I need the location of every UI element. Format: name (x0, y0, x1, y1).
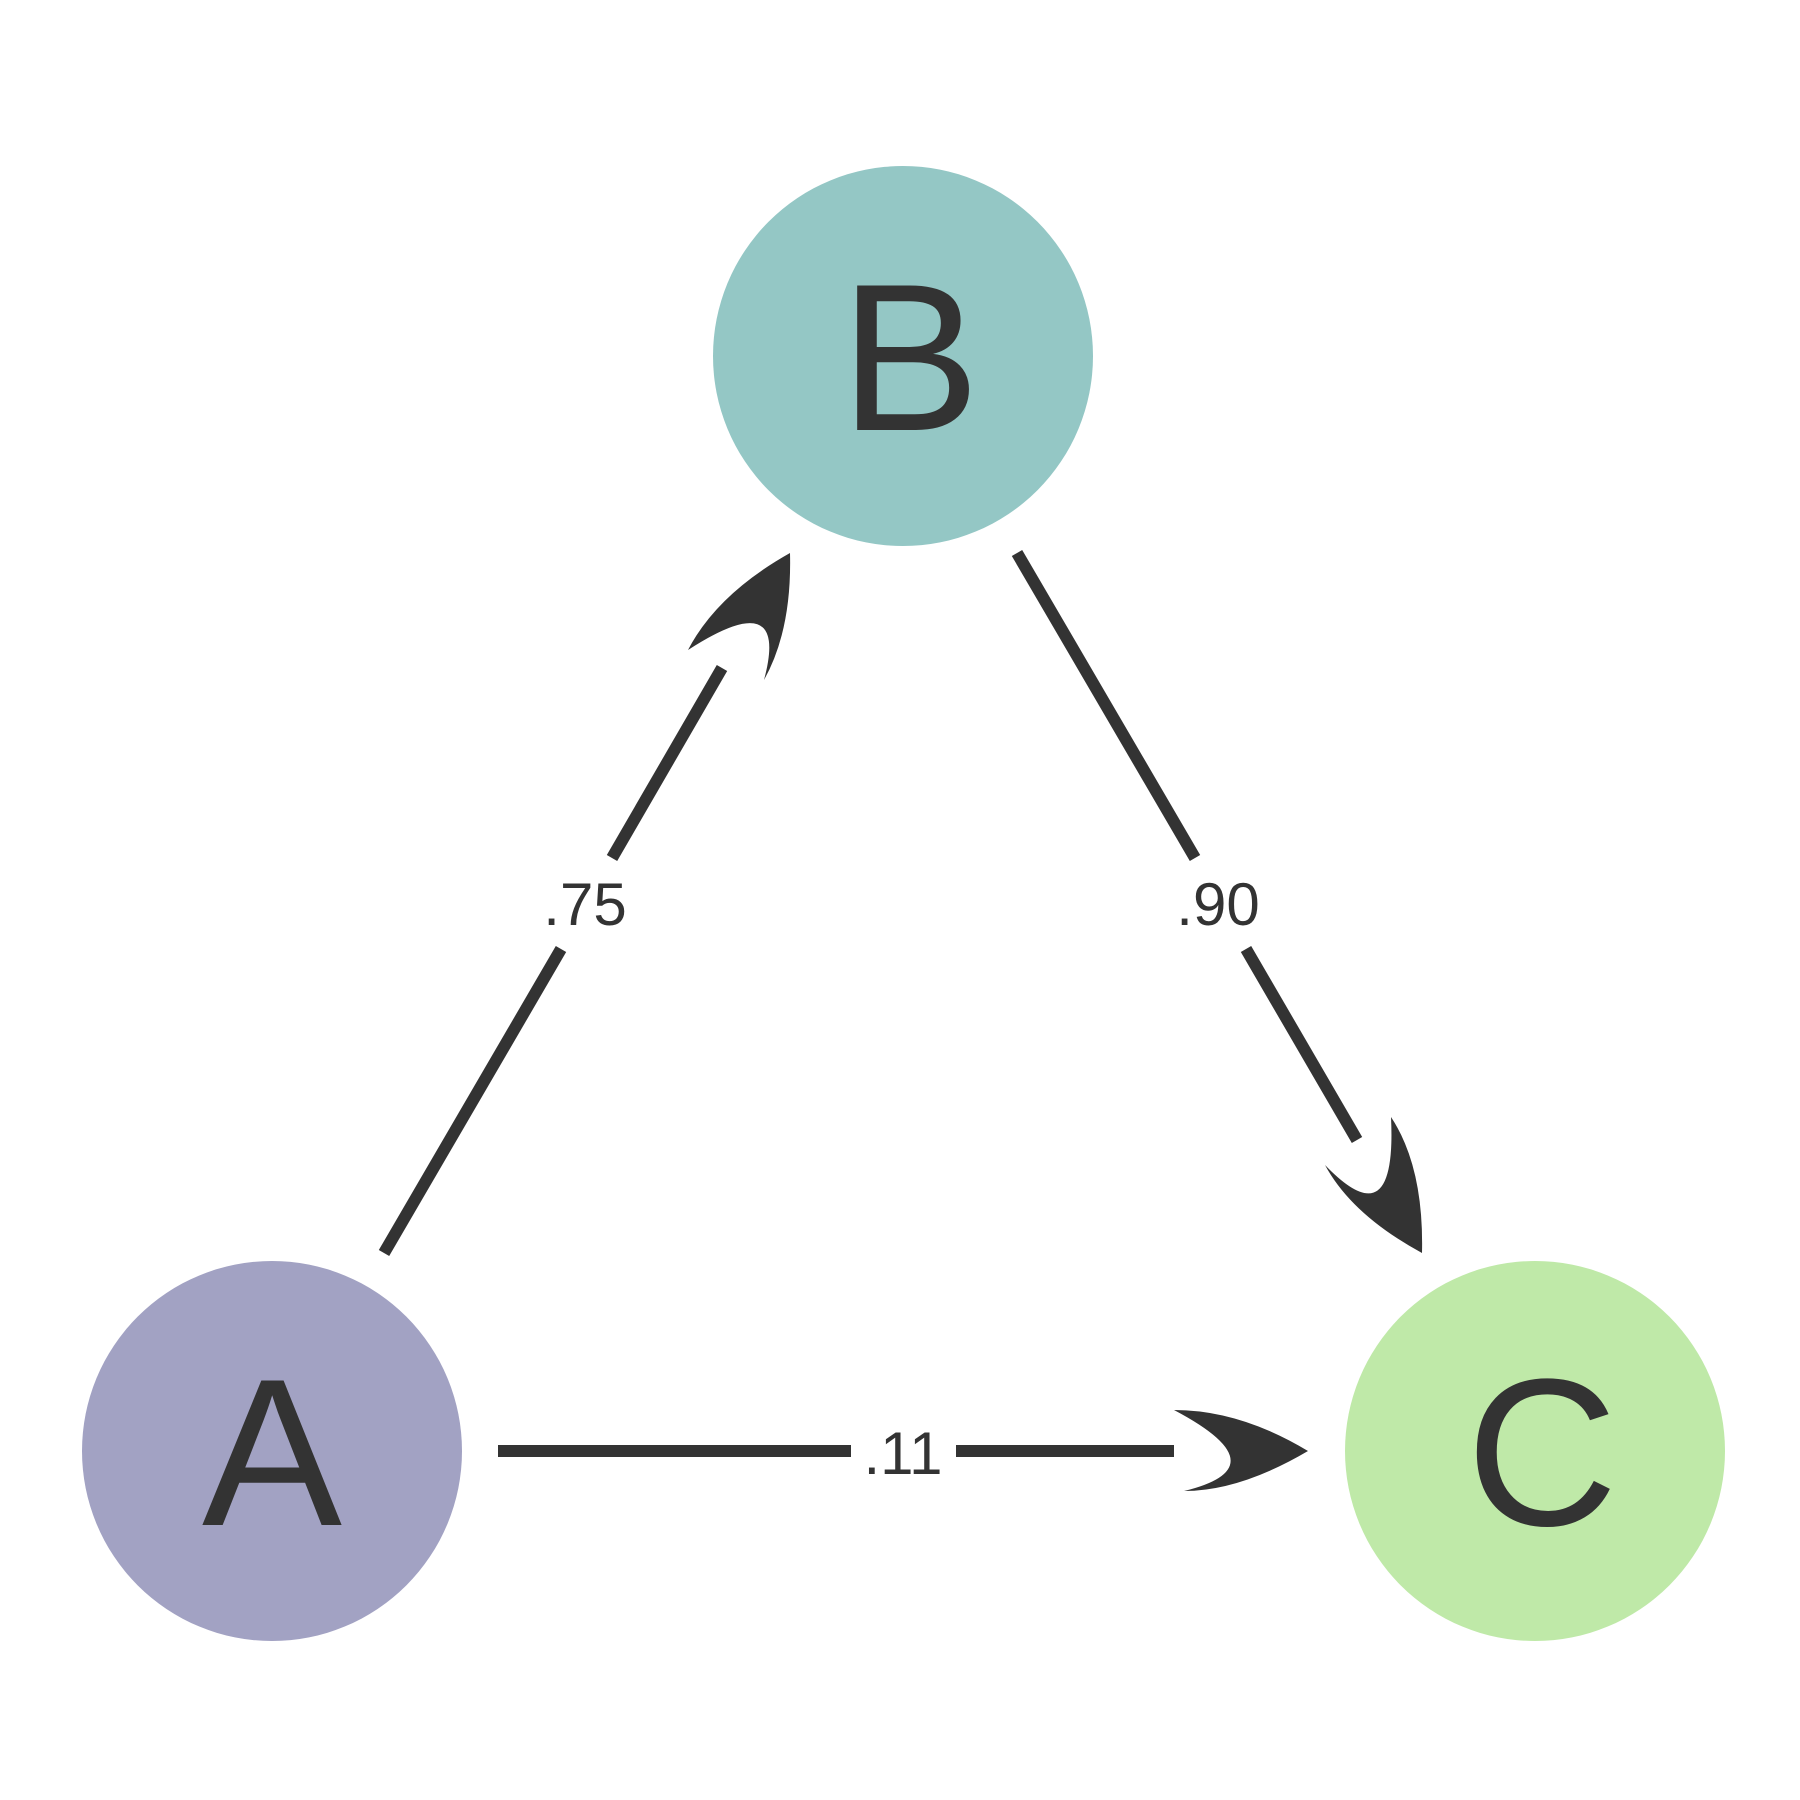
edge-a-to-b: .75 (378, 553, 791, 1257)
node-a-label: A (202, 1335, 342, 1570)
edge-b-c-line-upper (1011, 549, 1201, 862)
edge-b-to-c: .90 (1011, 549, 1423, 1253)
edge-a-b-line-lower (378, 945, 567, 1257)
edge-a-b-arrowhead (688, 553, 791, 680)
edge-a-b-label: .75 (543, 871, 626, 938)
node-c: C (1345, 1261, 1725, 1641)
node-b-circle (713, 166, 1093, 546)
node-a: A (82, 1261, 462, 1641)
edge-b-c-arrowhead (1325, 1117, 1423, 1253)
edge-b-c-label: .90 (1176, 871, 1259, 938)
edge-a-b-line-upper (606, 664, 728, 862)
edge-b-c-line-lower (1240, 945, 1363, 1144)
node-c-circle (1345, 1261, 1725, 1641)
edge-a-c-arrowhead (1174, 1410, 1308, 1491)
node-c-label: C (1466, 1335, 1618, 1570)
node-b-label: B (840, 240, 980, 475)
edge-a-to-c: .11 (498, 1410, 1308, 1491)
node-a-circle (82, 1261, 462, 1641)
node-b: B (713, 166, 1093, 546)
edge-a-c-label: .11 (864, 1420, 943, 1487)
